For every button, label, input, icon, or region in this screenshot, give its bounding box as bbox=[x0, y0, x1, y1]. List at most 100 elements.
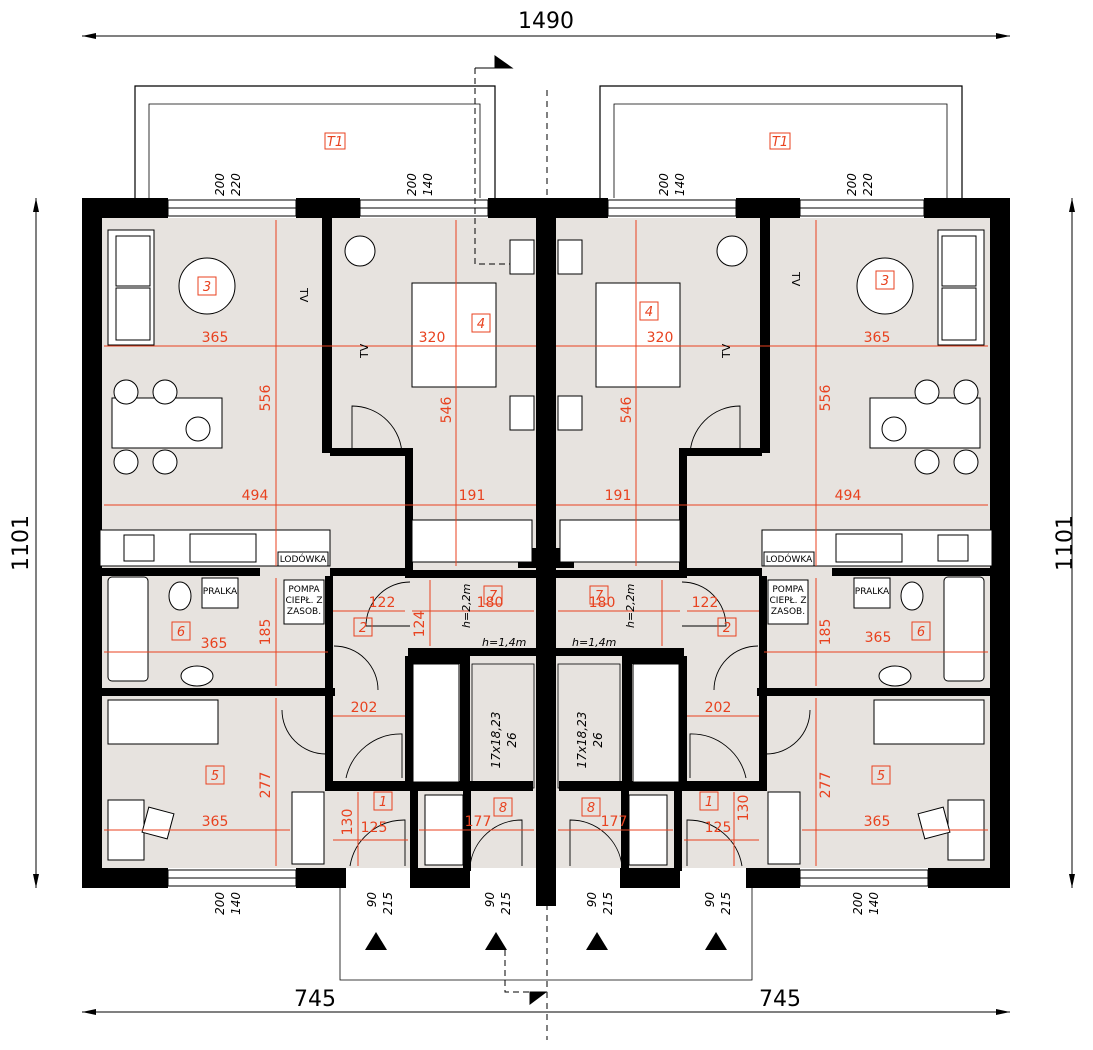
dim-room6-width: 365 bbox=[865, 630, 892, 646]
window-label: 200 bbox=[405, 173, 419, 196]
internal-walls bbox=[100, 218, 992, 871]
dim-room4-width2: 191 bbox=[605, 488, 632, 504]
sink bbox=[180, 665, 214, 687]
furniture-left bbox=[99, 229, 535, 866]
double-bed bbox=[411, 282, 497, 388]
door-label: 215 bbox=[499, 892, 513, 915]
section-line bbox=[474, 55, 548, 1040]
pompa-label-line: POMPA bbox=[772, 585, 804, 595]
stair-labels: 17x18,23 26 17x18,23 26 bbox=[489, 712, 605, 769]
dim-room7-depth: 124 bbox=[412, 611, 428, 638]
toilet bbox=[900, 581, 924, 611]
window-label: 200 bbox=[851, 892, 865, 915]
terrace-right-label: T1 bbox=[772, 135, 788, 150]
window-label: 140 bbox=[867, 892, 881, 915]
closet bbox=[632, 663, 680, 783]
terrace-right: T1 bbox=[599, 85, 963, 198]
pralka-label: PRALKA bbox=[203, 587, 238, 597]
dim-room5-width: 365 bbox=[864, 814, 891, 830]
room-label: 4 bbox=[477, 317, 485, 332]
bathtub bbox=[943, 576, 985, 682]
door-label: 90 bbox=[703, 892, 717, 908]
bed-single bbox=[107, 699, 219, 745]
dim-hall-width: 202 bbox=[351, 700, 378, 716]
stair-right-label: 17x18,23 bbox=[575, 712, 589, 769]
door-label: 90 bbox=[483, 892, 497, 908]
room-label: 7 bbox=[595, 589, 604, 604]
toilet bbox=[168, 581, 192, 611]
door-label: 215 bbox=[381, 892, 395, 915]
overall-dimension-right: 1101 bbox=[1053, 198, 1078, 888]
entrance-arrow-icon bbox=[705, 932, 727, 950]
sink bbox=[878, 665, 912, 687]
room-label: 8 bbox=[499, 801, 507, 816]
room-label: 2 bbox=[359, 621, 367, 636]
total-width-label: 1490 bbox=[518, 9, 574, 34]
tv-label: TV bbox=[789, 271, 802, 287]
window-label: 140 bbox=[673, 173, 687, 196]
overall-dimension-top: 1490 bbox=[82, 9, 1010, 39]
entrance-arrow-icon bbox=[586, 932, 608, 950]
room-label: 2 bbox=[723, 621, 731, 636]
dim-room4-depth: 546 bbox=[619, 397, 635, 424]
dim-room8-width: 177 bbox=[465, 814, 492, 830]
entrance-platform bbox=[339, 888, 753, 981]
dim-hall-width: 202 bbox=[705, 700, 732, 716]
heat-pump bbox=[767, 579, 809, 625]
dim-room5-depth: 277 bbox=[818, 772, 834, 799]
bathtub bbox=[107, 576, 149, 682]
furniture-right bbox=[557, 229, 993, 866]
dim-room3-width: 365 bbox=[202, 330, 229, 346]
overall-dimension-left: 1101 bbox=[9, 198, 39, 888]
external-walls bbox=[82, 198, 1010, 906]
left-width-label: 745 bbox=[294, 987, 336, 1012]
room7-right-h1: h=2,2m bbox=[624, 584, 637, 628]
pompa-label-line: CIEPŁ. Z bbox=[770, 596, 807, 606]
lodowka-label: LODÓWKA bbox=[280, 553, 327, 565]
dim-room4-width: 320 bbox=[419, 330, 446, 346]
dim-room6-depth: 185 bbox=[818, 619, 834, 646]
stairs bbox=[471, 663, 621, 789]
window-label: 140 bbox=[229, 892, 243, 915]
room-label: 7 bbox=[489, 589, 498, 604]
dim-room5-depth: 277 bbox=[258, 772, 274, 799]
window-label: 140 bbox=[421, 173, 435, 196]
room-label: 5 bbox=[211, 769, 219, 784]
dim-room1-width: 125 bbox=[705, 820, 732, 836]
tv-label: TV bbox=[297, 287, 310, 303]
right-depth-label: 1101 bbox=[1053, 515, 1078, 571]
overall-dimension-bottom: 745 745 bbox=[82, 987, 1010, 1015]
bed-single bbox=[873, 699, 985, 745]
coffee-table bbox=[856, 257, 914, 315]
dim-room3-width2: 494 bbox=[242, 488, 269, 504]
room-label: 4 bbox=[645, 305, 653, 320]
room-label: 5 bbox=[877, 769, 885, 784]
left-depth-label: 1101 bbox=[9, 515, 34, 571]
dim-room6-width: 365 bbox=[201, 636, 228, 652]
room-label: 3 bbox=[203, 280, 211, 295]
window-labels: 200 220 200 140 200 140 200 220 200 140 … bbox=[213, 173, 881, 915]
washing-machine bbox=[201, 577, 239, 609]
door-label: 215 bbox=[719, 892, 733, 915]
wardrobe-bed bbox=[559, 519, 681, 563]
coffee-table bbox=[178, 257, 236, 315]
dim-room6-depth: 185 bbox=[258, 619, 274, 646]
pompa-label-line: ZASOB. bbox=[771, 607, 805, 617]
entrance-arrow-icon bbox=[365, 932, 387, 950]
dim-room4-width2: 191 bbox=[459, 488, 486, 504]
window-label: 200 bbox=[213, 892, 227, 915]
dim-room1-depth: 130 bbox=[340, 809, 356, 836]
door-swings bbox=[281, 405, 811, 867]
dim-room5-width: 365 bbox=[202, 814, 229, 830]
lodowka-label: LODÓWKA bbox=[766, 553, 813, 565]
window-label: 200 bbox=[657, 173, 671, 196]
door-label: 215 bbox=[601, 892, 615, 915]
heat-pump bbox=[283, 579, 325, 625]
dim-room3-width2: 494 bbox=[835, 488, 862, 504]
pralka-label: PRALKA bbox=[855, 587, 890, 597]
dim-room7-width: 180 bbox=[589, 595, 616, 611]
dim-room4-width: 320 bbox=[647, 330, 674, 346]
dim-room2-width: 122 bbox=[369, 595, 396, 611]
stair-left-label: 17x18,23 bbox=[489, 712, 503, 769]
